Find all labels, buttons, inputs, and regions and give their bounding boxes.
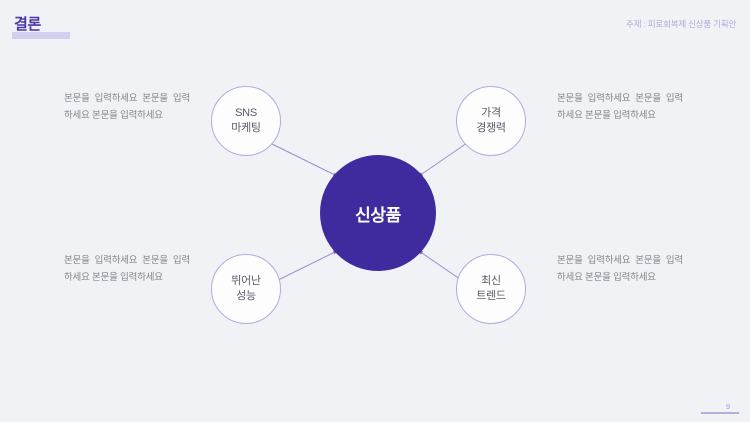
page-number-rule — [701, 411, 739, 414]
node-label-line1: 뛰어난 — [231, 275, 261, 287]
center-node-label: 신상품 — [355, 205, 401, 225]
node-price-competitiveness[interactable]: 가격 경쟁력 — [456, 86, 526, 156]
page-title-text: 결론 — [14, 16, 42, 33]
page-title: 결론 — [12, 15, 70, 39]
body-text-price-competitiveness[interactable]: 본문을 입력하세요 본문을 입력하세요 본문을 입력하세요 — [557, 93, 683, 121]
center-node[interactable]: 신상품 — [320, 155, 436, 271]
body-text-excellent-performance[interactable]: 본문을 입력하세요 본문을 입력하세요 본문을 입력하세요 — [64, 255, 190, 283]
node-latest-trend[interactable]: 최신 트렌드 — [456, 254, 526, 324]
node-label-line1: 최신 — [481, 275, 501, 287]
connector-bottom-left — [269, 250, 338, 285]
body-text-latest-trend[interactable]: 본문을 입력하세요 본문을 입력하세요 본문을 입력하세요 — [557, 255, 683, 283]
connector-top-left — [269, 142, 338, 177]
body-text-sns-marketing[interactable]: 본문을 입력하세요 본문을 입력하세요 본문을 입력하세요 — [64, 93, 190, 121]
node-sns-marketing[interactable]: SNS 마케팅 — [211, 86, 281, 156]
node-label-line1: 가격 — [481, 107, 501, 119]
node-label-line1: SNS — [235, 107, 257, 119]
page-number: 9 — [725, 402, 731, 411]
node-label-line2: 마케팅 — [231, 122, 261, 134]
header-subject-text: 주제 : 피로회복제 신상품 기획안 — [626, 19, 736, 29]
node-label-line2: 트렌드 — [476, 290, 506, 302]
title-highlight-bar — [12, 32, 70, 39]
connector-top-right — [418, 142, 468, 177]
node-excellent-performance[interactable]: 뛰어난 성능 — [211, 254, 281, 324]
node-label-line2: 성능 — [236, 290, 256, 302]
node-label-line2: 경쟁력 — [476, 122, 506, 134]
